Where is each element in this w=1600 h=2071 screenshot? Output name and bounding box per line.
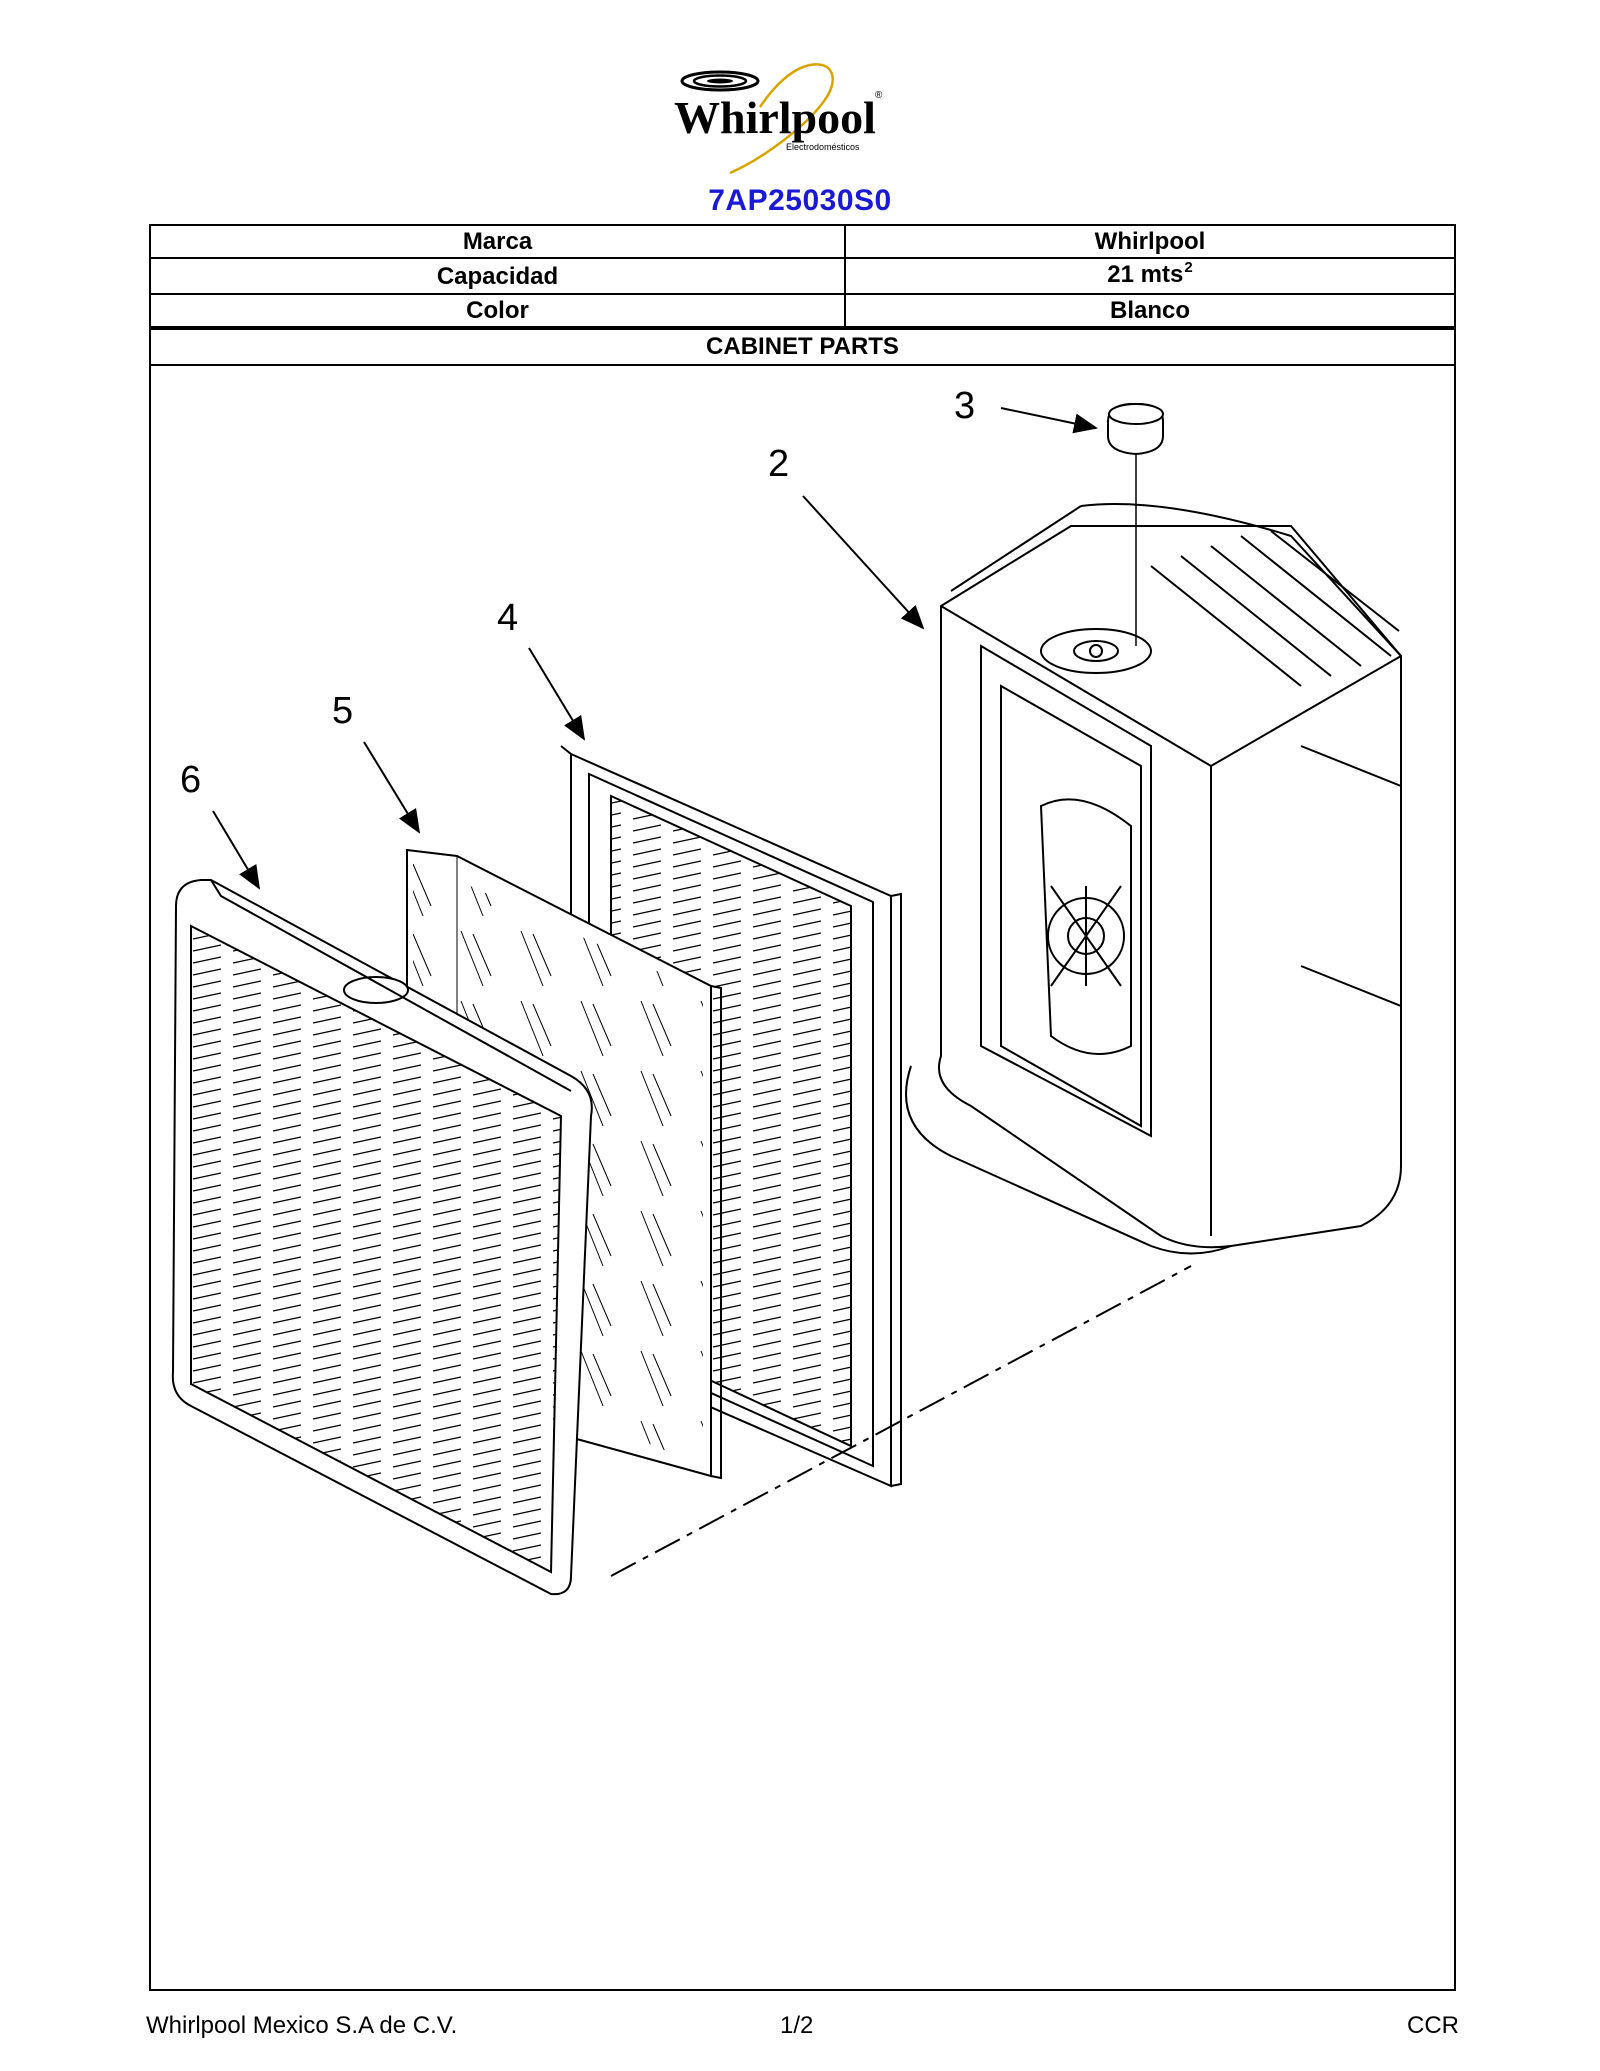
spec-value: Whirlpool — [844, 224, 1456, 259]
spec-row-color: Color Blanco — [149, 293, 1456, 328]
leader-arrow-6 — [212, 810, 261, 890]
assembly-line — [610, 1265, 1192, 1577]
spec-row-capacidad: Capacidad 21 mts2 — [149, 257, 1456, 295]
callout-6: 6 — [180, 759, 201, 801]
front-grille-part — [171, 879, 593, 1596]
knob-part — [1107, 403, 1164, 646]
spec-label: Capacidad — [149, 257, 846, 295]
spec-label: Marca — [149, 224, 846, 259]
exploded-diagram: 3 2 4 5 6 — [171, 385, 1402, 1596]
cabinet-part — [905, 503, 1402, 1255]
spec-value: 21 mts — [1107, 261, 1184, 288]
spec-row-marca: Marca Whirlpool — [149, 224, 1456, 259]
spec-value: Blanco — [844, 293, 1456, 328]
svg-text:Electrodomésticos: Electrodomésticos — [786, 142, 860, 152]
leader-arrow-3 — [1000, 407, 1098, 434]
footer-code: CCR — [1407, 2012, 1459, 2039]
leader-arrow-5 — [363, 741, 421, 834]
whirlpool-logo: Whirlpool ® Electrodomésticos — [674, 63, 883, 175]
model-number: 7AP25030S0 — [708, 184, 892, 217]
callout-2: 2 — [768, 443, 789, 485]
callout-3: 3 — [954, 385, 975, 427]
callouts: 3 2 4 5 6 — [180, 385, 1098, 890]
footer-company: Whirlpool Mexico S.A de C.V. — [146, 2012, 458, 2039]
callout-4: 4 — [497, 597, 518, 639]
svg-text:®: ® — [875, 90, 883, 101]
leader-arrow-2 — [802, 495, 925, 630]
callout-5: 5 — [332, 690, 353, 732]
spec-table: Marca Whirlpool Capacidad 21 mts2 Color … — [149, 224, 1456, 328]
spec-superscript: 2 — [1184, 259, 1193, 276]
leader-arrow-4 — [528, 647, 586, 741]
spec-label: Color — [149, 293, 846, 328]
spec-value-cell: 21 mts2 — [844, 257, 1456, 295]
section-title: CABINET PARTS — [149, 328, 1456, 366]
footer-page-number: 1/2 — [780, 2012, 814, 2039]
svg-text:Whirlpool: Whirlpool — [674, 92, 876, 143]
